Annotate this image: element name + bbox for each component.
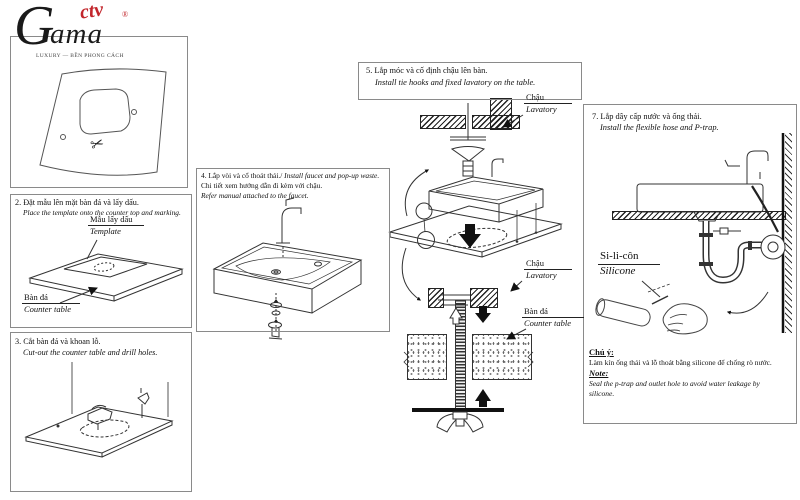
step7-title-en: Install the flexible hose and P-trap. [600, 123, 719, 132]
lavatory-lower-hatch-left [428, 288, 444, 308]
wall-hatch [785, 133, 792, 333]
counter-concrete-left [407, 334, 447, 380]
note-block: Chú ý: Làm kín ống thải và lỗ thoát bằng… [589, 347, 791, 398]
panel-step4: 4. Lắp vòi và cổ thoát thải./ Install fa… [196, 168, 390, 332]
step4-line3-en: Refer manual attached to the faucet. [201, 191, 309, 200]
logo-wordmark: ama [50, 18, 103, 50]
panel-step7: 7. Lắp dây cấp nước và ống thải. Install… [583, 104, 797, 424]
note-body-vi: Làm kín ống thải và lỗ thoát bằng silico… [589, 358, 772, 368]
wing-nut [436, 413, 484, 433]
faucet-on-sink [491, 158, 504, 177]
panel-step3: 3. Cắt bàn đá và khoan lỗ. Cut-out the c… [10, 332, 192, 492]
step4-title: 4. Lắp vòi và cổ thoát thải./ Install fa… [201, 171, 380, 180]
step4-line2-vi: Chi tiết xem hướng dẫn đi kèm với chậu. [201, 181, 323, 190]
counter-concrete-right [472, 334, 532, 380]
lavatory-section-hatch-vertical [490, 98, 512, 130]
step5-title-vi: 5. Lắp móc và cố định chậu lên bàn. [366, 66, 488, 75]
step2-title-vi: 2. Đặt mẫu lên mặt bàn đá và lấy dấu. [15, 198, 139, 207]
note-title-en: Note: [589, 367, 609, 378]
threaded-rod [455, 300, 466, 408]
down-arrow [459, 224, 481, 248]
logo-tagline: LUXURY — BỀN PHONG CÁCH [36, 53, 124, 59]
registered-trademark-icon: ® [122, 10, 129, 19]
note-body-en-1: Seal the p-trap and outlet hole to avoid… [589, 378, 760, 388]
panel-step2: 2. Đặt mẫu lên mặt bàn đá và lấy dấu. Pl… [10, 194, 192, 328]
note-body-en-2: silicone. [589, 388, 615, 398]
up-arrow [475, 389, 491, 407]
label-counter-table-mid: Bàn đá Counter table [522, 306, 584, 328]
step2-title-en: Place the template onto the counter top … [23, 208, 181, 217]
logo-letter-g: G [14, 0, 55, 57]
step3-title-en: Cut-out the counter table and drill hole… [23, 348, 158, 357]
label-lavatory-mid: Chậu Lavatory [524, 258, 572, 280]
logo-red-ornament: ctv [78, 0, 105, 24]
panel-step5-caption: 5. Lắp móc và cố định chậu lên bàn. Inst… [358, 62, 582, 100]
label-silicone: Si-li-côn Silicone [598, 250, 660, 278]
panel-step1-template [10, 36, 188, 188]
note-title-vi: Chú ý: [589, 347, 614, 357]
step3-title-vi: 3. Cắt bàn đá và khoan lỗ. [15, 337, 101, 346]
label-lavatory-top: Chậu Lavatory [524, 92, 572, 114]
curved-arrow-up [404, 169, 430, 217]
step7-title-vi: 7. Lắp dây cấp nước và ống thải. [592, 112, 702, 121]
step5-title-en: Install tie hooks and fixed lavatory on … [375, 78, 536, 87]
label-template: Mẫu lấy dấu Template [88, 214, 144, 236]
label-counter-table-step2: Bàn đá Counter table [22, 292, 80, 314]
solid-down-arrow [475, 306, 491, 323]
curved-arrow-down [401, 247, 421, 301]
lavatory-lower-hatch-right [470, 288, 498, 308]
brand-logo: G ama ctv ® LUXURY — BỀN PHONG CÁCH [14, 0, 164, 64]
lavatory-mid-leader-arrow [510, 280, 523, 292]
lavatory-section-hatch-left [420, 115, 466, 129]
